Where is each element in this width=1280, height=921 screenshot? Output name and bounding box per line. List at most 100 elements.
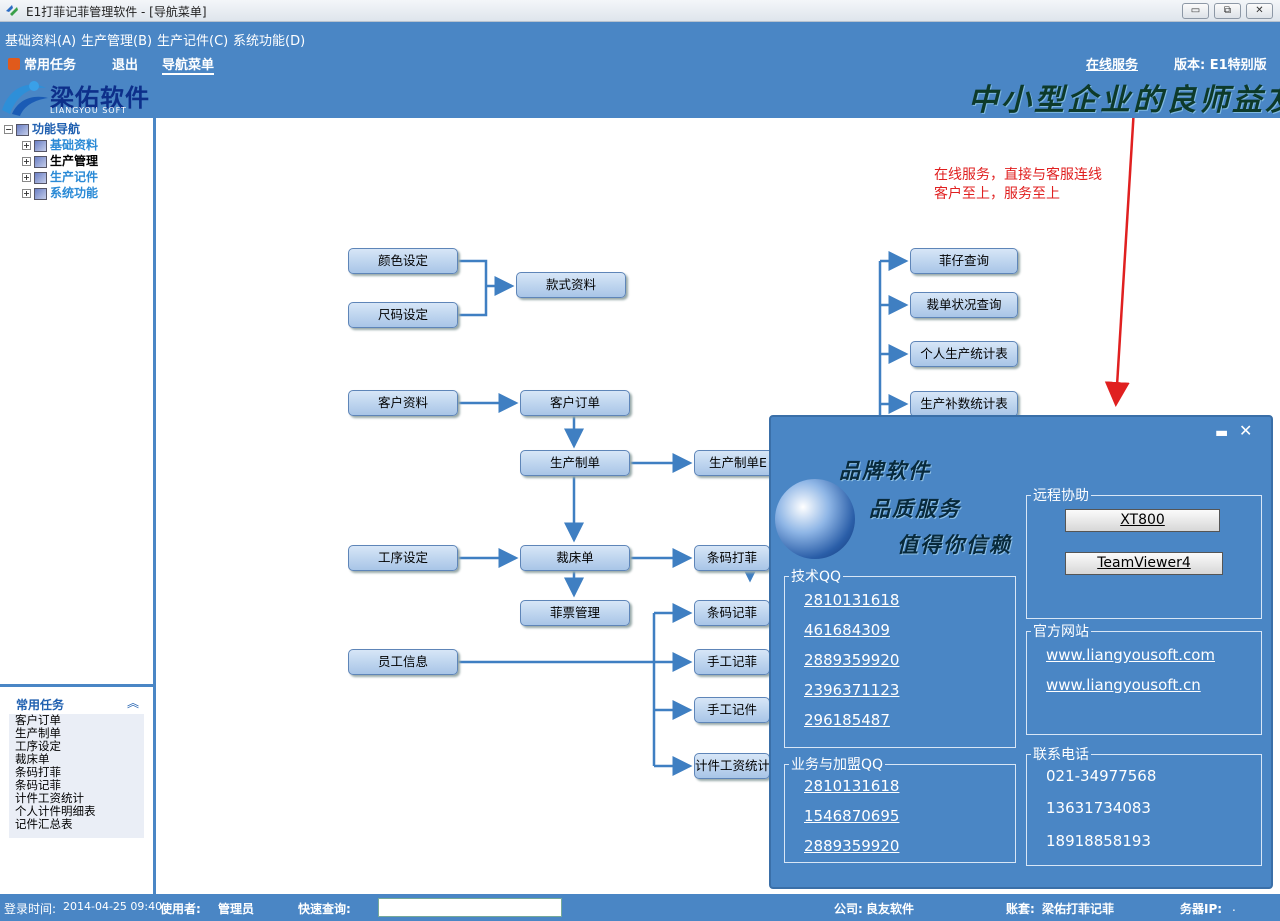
expand-icon[interactable]: +	[22, 141, 31, 150]
node-manual-record-2[interactable]: 手工记件	[694, 697, 770, 723]
popup-minimize-button[interactable]: ▬	[1215, 425, 1229, 441]
popup-close-button[interactable]: ✕	[1239, 421, 1253, 440]
logo-title: 梁佑软件	[50, 84, 150, 112]
business-qq-3[interactable]: 2889359920	[804, 837, 900, 855]
menu-basic-data[interactable]: 基础资料(A)	[5, 34, 77, 49]
common-tasks-button[interactable]: 常用任务	[8, 54, 76, 73]
node-ticket-mgmt[interactable]: 菲票管理	[520, 600, 630, 626]
tech-qq-1[interactable]: 2810131618	[804, 591, 900, 609]
node-color-setting[interactable]: 颜色设定	[348, 248, 458, 274]
server-ip-label: 务器IP:	[1180, 902, 1223, 916]
menu-production-record[interactable]: 生产记件(C)	[157, 34, 229, 49]
task-item-process-setting[interactable]: 工序设定	[15, 739, 61, 753]
website-group: 官方网站 www.liangyousoft.com www.liangyouso…	[1026, 621, 1262, 735]
tech-qq-group: 技术QQ 2810131618 461684309 2889359920 239…	[784, 566, 1016, 748]
exit-button[interactable]: 退出	[112, 58, 139, 73]
business-qq-1[interactable]: 2810131618	[804, 777, 900, 795]
globe-icon	[775, 479, 855, 559]
company-value: 良友软件	[866, 902, 915, 916]
logo-swoosh-icon	[2, 81, 48, 116]
common-tasks-label: 常用任务	[24, 58, 77, 73]
tree-item-system-functions[interactable]: + 系统功能	[22, 184, 98, 201]
app-icon	[6, 5, 18, 16]
business-qq-2[interactable]: 1546870695	[804, 807, 900, 825]
tree-item-label: 基础资料	[50, 138, 99, 152]
company-label: 公司:	[834, 902, 863, 916]
menu-system-functions[interactable]: 系统功能(D)	[233, 34, 306, 49]
menu-production-mgmt[interactable]: 生产管理(B)	[81, 34, 153, 49]
node-manual-record[interactable]: 手工记菲	[694, 649, 770, 675]
xt800-button[interactable]: XT800	[1065, 509, 1220, 532]
tech-qq-3[interactable]: 2889359920	[804, 651, 900, 669]
expand-icon[interactable]: +	[22, 189, 31, 198]
website-title: 官方网站	[1031, 621, 1091, 641]
nav-menu-tab[interactable]: 导航菜单	[162, 54, 215, 75]
node-production-order-print[interactable]: 生产制单E	[694, 450, 782, 476]
node-employee-info[interactable]: 员工信息	[348, 649, 458, 675]
tree-root[interactable]: −功能导航	[4, 120, 80, 137]
book-icon	[34, 171, 47, 184]
collapse-icon[interactable]: −	[4, 125, 13, 134]
online-service-link[interactable]: 在线服务	[1086, 58, 1139, 73]
quick-search-label: 快速查询:	[298, 902, 351, 916]
task-item-piece-wage[interactable]: 计件工资统计	[15, 791, 84, 805]
quick-search-input[interactable]	[378, 898, 562, 917]
restore-button[interactable]: ⧉	[1214, 3, 1241, 19]
expand-icon[interactable]: +	[22, 157, 31, 166]
tree-item-production-record[interactable]: +生产记件	[22, 168, 98, 185]
task-item-customer-order[interactable]: 客户订单	[15, 713, 61, 727]
user-value: 管理员	[218, 902, 255, 916]
tasks-panel-title: 常用任务	[16, 698, 65, 712]
node-supplement-stats[interactable]: 生产补数统计表	[910, 391, 1018, 417]
account-label: 账套:	[1006, 902, 1035, 916]
node-style-data[interactable]: 款式资料	[516, 272, 626, 298]
status-bar: 登录时间: 2014-04-25 09:40 使用者: 管理员 快速查询: 公司…	[0, 894, 1280, 921]
header-band: 基础资料(A) 生产管理(B) 生产记件(C) 系统功能(D) 常用任务 退出 …	[0, 22, 1280, 118]
login-time-value: 2014-04-25 09:40	[63, 900, 163, 913]
tree-item-basic-data[interactable]: + 基础资料	[22, 136, 98, 153]
task-item-personal-detail[interactable]: 个人计件明细表	[15, 804, 96, 818]
tech-qq-5[interactable]: 296185487	[804, 711, 890, 729]
close-button[interactable]: ✕	[1246, 3, 1273, 19]
node-cutting-order[interactable]: 裁床单	[520, 545, 630, 571]
node-production-order[interactable]: 生产制单	[520, 450, 630, 476]
task-item-barcode-record[interactable]: 条码记菲	[15, 778, 61, 792]
node-bundle-query[interactable]: 菲仔查询	[910, 248, 1018, 274]
node-personal-stats[interactable]: 个人生产统计表	[910, 341, 1018, 367]
tree-item-label: 系统功能	[50, 186, 99, 200]
task-divider	[0, 684, 153, 687]
flow-connectors	[458, 118, 1135, 776]
tech-qq-2[interactable]: 461684309	[804, 621, 890, 639]
teamviewer-button[interactable]: TeamViewer4	[1065, 552, 1223, 575]
book-icon	[16, 123, 29, 136]
task-item-record-summary[interactable]: 记件汇总表	[15, 817, 73, 831]
website-link-com[interactable]: www.liangyousoft.com	[1046, 646, 1216, 664]
collapse-chevron-icon[interactable]: ︽	[127, 696, 140, 710]
account-value: 梁佑打菲记菲	[1042, 902, 1115, 916]
node-cutting-status-query[interactable]: 裁单状况查询	[910, 292, 1018, 318]
tasks-icon	[8, 58, 20, 70]
business-qq-title: 业务与加盟QQ	[789, 754, 886, 774]
user-label: 使用者:	[160, 902, 201, 916]
server-ip-value: .	[1232, 900, 1236, 914]
tree-item-production-mgmt[interactable]: + 生产管理	[22, 152, 98, 169]
node-barcode-print[interactable]: 条码打菲	[694, 545, 770, 571]
expand-icon[interactable]: +	[22, 173, 31, 182]
node-customer-data[interactable]: 客户资料	[348, 390, 458, 416]
task-item-barcode-print[interactable]: 条码打菲	[15, 765, 61, 779]
tree-item-label: 生产管理	[50, 154, 99, 168]
website-link-cn[interactable]: www.liangyousoft.cn	[1046, 676, 1201, 694]
node-piece-wage[interactable]: 计件工资统计	[694, 753, 770, 779]
tech-qq-4[interactable]: 2396371123	[804, 681, 900, 699]
book-icon	[34, 187, 47, 200]
phone-3: 18918858193	[1046, 832, 1151, 850]
node-size-setting[interactable]: 尺码设定	[348, 302, 458, 328]
minimize-button[interactable]: ▭	[1182, 3, 1209, 19]
task-item-production-order[interactable]: 生产制单	[15, 726, 61, 740]
tech-qq-title: 技术QQ	[789, 566, 844, 586]
node-process-setting[interactable]: 工序设定	[348, 545, 458, 571]
node-barcode-record[interactable]: 条码记菲	[694, 600, 770, 626]
tasks-list: 客户订单 生产制单 工序设定 裁床单 条码打菲 条码记菲 计件工资统计 个人计件…	[9, 714, 144, 838]
task-item-cutting-order[interactable]: 裁床单	[15, 752, 50, 766]
node-customer-order[interactable]: 客户订单	[520, 390, 630, 416]
